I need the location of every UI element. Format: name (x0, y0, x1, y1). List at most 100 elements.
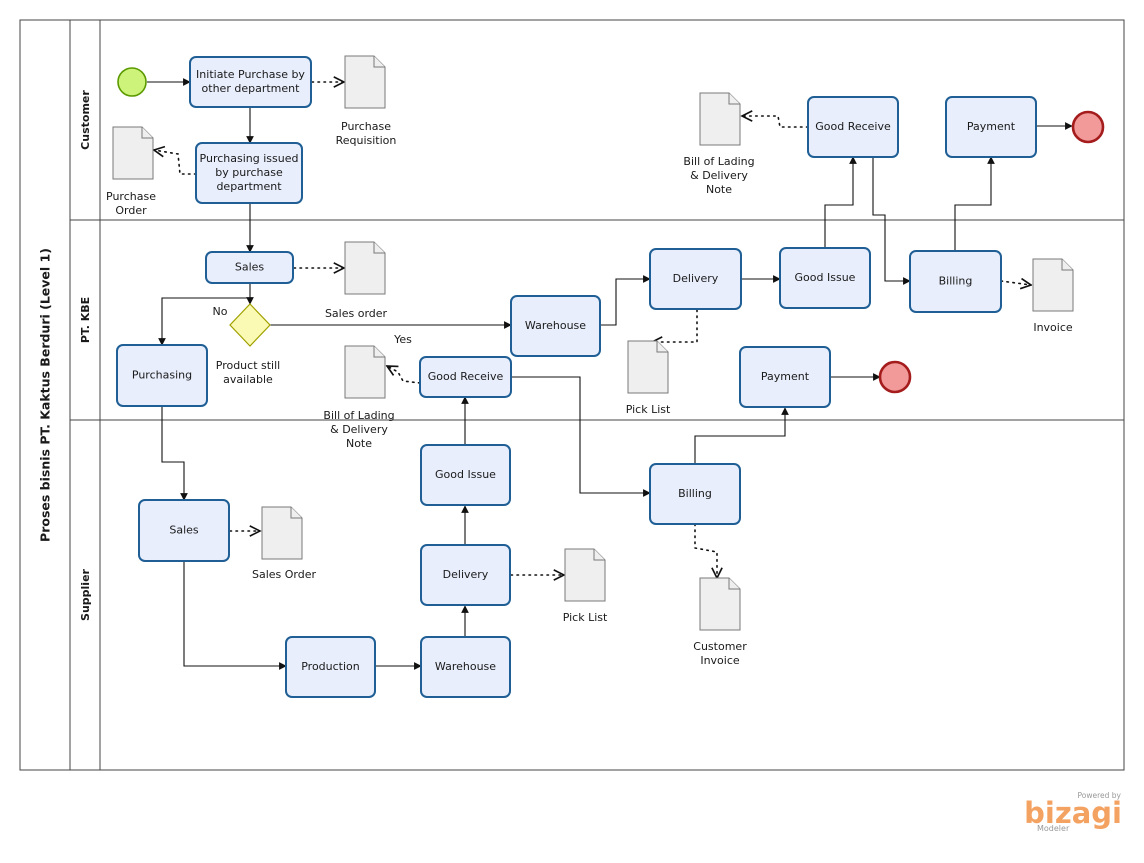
task-sup-good-issue[interactable]: Good Issue (420, 444, 511, 506)
task-label: Purchasing issued (200, 152, 299, 165)
gateway-label-line-2: available (223, 373, 273, 386)
task-sup-billing[interactable]: Billing (649, 463, 741, 525)
task-label: Payment (967, 120, 1016, 133)
flow-billing-to-payment-kbe (694, 407, 789, 464)
flow-good-receive-to-billing (872, 157, 911, 285)
flow-purchasing-to-supplier-sales (161, 406, 188, 501)
document-label: Sales Order (252, 568, 317, 581)
task-label: Warehouse (435, 660, 496, 673)
flow-billing-to-payment (954, 156, 995, 250)
bizagi-logo: Powered by bizagi Modeler (1024, 791, 1122, 833)
document-sup-sales-order[interactable] (261, 506, 303, 560)
assoc-good-receive-to-bill (742, 116, 809, 128)
task-kbe-purchasing[interactable]: Purchasing (116, 344, 208, 407)
lane-title-customer: Customer (79, 90, 92, 150)
gateway-no-label: No (213, 305, 228, 318)
task-label: Purchasing (132, 369, 192, 382)
flow-good-issue-to-good-receive (824, 156, 857, 248)
document-label: Pick List (626, 403, 671, 416)
document-kbe-pick-list[interactable] (627, 340, 669, 394)
flow-good-receive-to-billing-supplier (511, 376, 651, 497)
document-label: Note (346, 437, 372, 450)
lane-title-pt-kbe: PT. KBE (79, 297, 92, 343)
document-purchase-order[interactable] (112, 126, 154, 180)
gateway-yes-label: Yes (393, 333, 412, 346)
powered-by-text: Powered by (1078, 791, 1122, 800)
task-label: Delivery (443, 568, 489, 581)
document-label: Invoice (1033, 321, 1073, 334)
document-sup-pick-list[interactable] (564, 548, 606, 602)
task-kbe-good-issue[interactable]: Good Issue (779, 247, 871, 309)
assoc-billing-to-invoice (1000, 281, 1031, 285)
flow-warehouse-to-delivery (600, 275, 651, 326)
document-label: Order (115, 204, 147, 217)
end-event-kbe (878, 360, 912, 394)
document-label: Purchase (106, 190, 156, 203)
task-kbe-sales[interactable]: Sales (205, 251, 294, 284)
task-sup-production[interactable]: Production (285, 636, 376, 698)
document-cust-bill-of-lading[interactable] (699, 92, 741, 146)
gateway-label-line-1: Product still (216, 359, 280, 372)
task-label: Good Issue (435, 468, 496, 481)
document-label: & Delivery (330, 423, 388, 436)
document-label: & Delivery (690, 169, 748, 182)
task-label: Sales (169, 524, 199, 537)
task-label: Initiate Purchase by (196, 68, 305, 81)
task-label: Delivery (673, 272, 719, 285)
task-sup-delivery[interactable]: Delivery (420, 544, 511, 606)
task-label: Payment (761, 370, 810, 383)
task-cust-payment[interactable]: Payment (945, 96, 1037, 158)
task-label: Good Issue (795, 271, 856, 284)
document-label: Purchase (341, 120, 391, 133)
task-sup-sales[interactable]: Sales (138, 499, 230, 562)
assoc-billing-to-customer-invoice (694, 523, 717, 578)
task-sup-warehouse[interactable]: Warehouse (420, 636, 511, 698)
assoc-delivery-to-pick-list (652, 309, 698, 342)
flow-gateway-no-to-purchasing (158, 297, 251, 346)
task-kbe-payment[interactable]: Payment (739, 346, 831, 408)
associations (154, 82, 1031, 578)
document-label: Invoice (700, 654, 740, 667)
document-kbe-invoice[interactable] (1032, 258, 1074, 312)
flow-supplier-sales-to-production (183, 561, 287, 670)
task-label: Good Receive (428, 370, 504, 383)
document-label: Bill of Lading (323, 409, 394, 422)
document-customer-invoice[interactable] (699, 577, 741, 631)
start-event (117, 67, 147, 97)
task-cust-good-receive[interactable]: Good Receive (807, 96, 899, 158)
document-label: Note (706, 183, 732, 196)
gateway-product-available (229, 303, 271, 347)
task-kbe-billing[interactable]: Billing (909, 250, 1002, 313)
document-kbe-bill-of-lading[interactable] (344, 345, 386, 399)
task-label: department (216, 180, 282, 193)
task-kbe-delivery[interactable]: Delivery (649, 248, 742, 310)
document-label: Sales order (325, 307, 388, 320)
task-label: Production (301, 660, 360, 673)
assoc-purchasing-issued-to-order (154, 150, 197, 175)
end-event-customer (1071, 110, 1105, 144)
document-label: Customer (693, 640, 747, 653)
lane-title-supplier: Supplier (79, 568, 92, 621)
task-label: Billing (678, 487, 712, 500)
task-kbe-warehouse[interactable]: Warehouse (510, 295, 601, 357)
document-kbe-sales-order[interactable] (344, 241, 386, 295)
pool-title: Proses bisnis PT. Kaktus Berduri (Level … (38, 248, 53, 542)
modeler-text: Modeler (1037, 824, 1070, 833)
task-label: Good Receive (815, 120, 891, 133)
task-label: other department (202, 82, 301, 95)
task-label: by purchase (215, 166, 283, 179)
task-label: Warehouse (525, 319, 586, 332)
task-label: Billing (939, 275, 973, 288)
document-label: Pick List (563, 611, 608, 624)
document-purchase-requisition[interactable] (344, 55, 386, 109)
document-label: Requisition (336, 134, 397, 147)
sequence-flows (147, 78, 1073, 670)
bizagi-brand-text: bizagi (1024, 796, 1122, 830)
document-label: Bill of Lading (683, 155, 754, 168)
task-kbe-good-receive[interactable]: Good Receive (419, 356, 512, 398)
